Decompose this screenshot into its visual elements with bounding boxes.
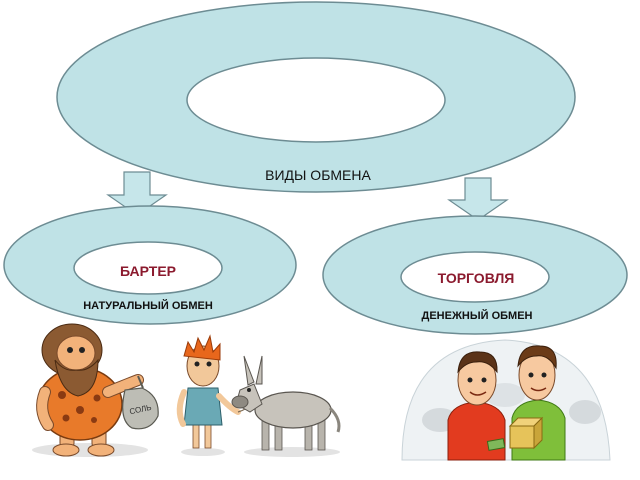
caveman-illustration: СОЛЬ: [32, 323, 159, 457]
trade-ring: ТОРГОВЛЯ ДЕНЕЖНЫЙ ОБМЕН: [322, 215, 628, 335]
trade-label: ТОРГОВЛЯ: [438, 270, 515, 286]
top-ring-title: ВИДЫ ОБМЕНА: [265, 167, 371, 183]
barter-label: БАРТЕР: [120, 263, 176, 279]
barter-caption: НАТУРАЛЬНЫЙ ОБМЕН: [83, 299, 213, 312]
arrow-left: [106, 171, 168, 216]
red-haired-person-illustration: [176, 334, 255, 456]
top-ring: ВИДЫ ОБМЕНА: [56, 1, 576, 193]
arrow-right: [447, 177, 509, 221]
donkey-illustration: [231, 355, 341, 457]
trade-caption: ДЕНЕЖНЫЙ ОБМЕН: [422, 309, 533, 322]
barter-ring: БАРТЕР НАТУРАЛЬНЫЙ ОБМЕН: [3, 205, 297, 325]
traders-illustration: [401, 339, 611, 461]
